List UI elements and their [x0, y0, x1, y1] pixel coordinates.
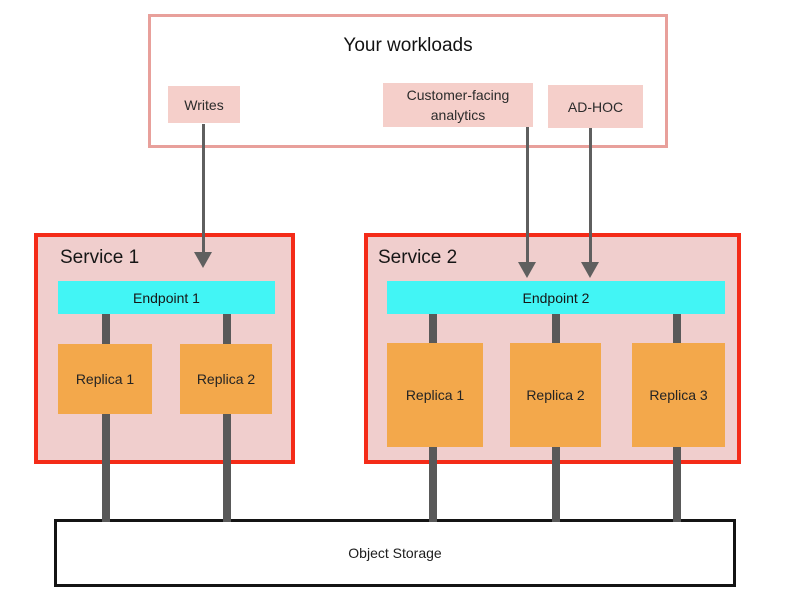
service1-replica-1-box: Replica 1 — [58, 344, 152, 414]
ad-hoc-box: AD-HOC — [548, 85, 643, 128]
connector-s2r2-storage — [552, 447, 560, 522]
connector-endpoint2-replica1 — [429, 314, 437, 344]
service-1-title: Service 1 — [60, 247, 140, 268]
arrow-line — [589, 128, 592, 262]
writes-box: Writes — [168, 86, 240, 123]
connector-s2r1-storage — [429, 447, 437, 522]
your-workloads-box: Your workloads Writes Customer-facing an… — [148, 14, 668, 148]
connector-endpoint1-replica2 — [223, 314, 231, 344]
object-storage-box: Object Storage — [54, 519, 736, 587]
customer-facing-analytics-box: Customer-facing analytics — [383, 83, 533, 127]
arrow-line — [202, 124, 205, 252]
service-2-box: Service 2 Endpoint 2 Replica 1 Replica 2… — [364, 233, 741, 464]
service2-replica-3-box: Replica 3 — [632, 343, 725, 447]
arrowhead-icon — [194, 252, 212, 268]
service-1-box: Service 1 Endpoint 1 Replica 1 Replica 2 — [34, 233, 295, 464]
connector-endpoint1-replica1 — [102, 314, 110, 344]
arrowhead-icon — [518, 262, 536, 278]
connector-s1r2-storage — [223, 414, 231, 522]
service-2-title: Service 2 — [378, 247, 458, 268]
service2-replica-1-box: Replica 1 — [387, 343, 483, 447]
connector-s1r1-storage — [102, 414, 110, 522]
object-storage-label: Object Storage — [348, 545, 442, 561]
endpoint-2-bar: Endpoint 2 — [387, 281, 725, 314]
service2-replica-2-box: Replica 2 — [510, 343, 601, 447]
connector-endpoint2-replica2 — [552, 314, 560, 344]
connector-endpoint2-replica3 — [673, 314, 681, 344]
connector-s2r3-storage — [673, 447, 681, 522]
arrow-adhoc-to-endpoint2 — [581, 128, 600, 278]
service1-replica-2-box: Replica 2 — [180, 344, 272, 414]
endpoint-1-bar: Endpoint 1 — [58, 281, 275, 314]
workloads-title: Your workloads — [343, 35, 473, 56]
arrow-analytics-to-endpoint2 — [518, 127, 537, 278]
arrow-line — [526, 127, 529, 262]
arrow-writes-to-endpoint1 — [194, 124, 213, 268]
arrowhead-icon — [581, 262, 599, 278]
